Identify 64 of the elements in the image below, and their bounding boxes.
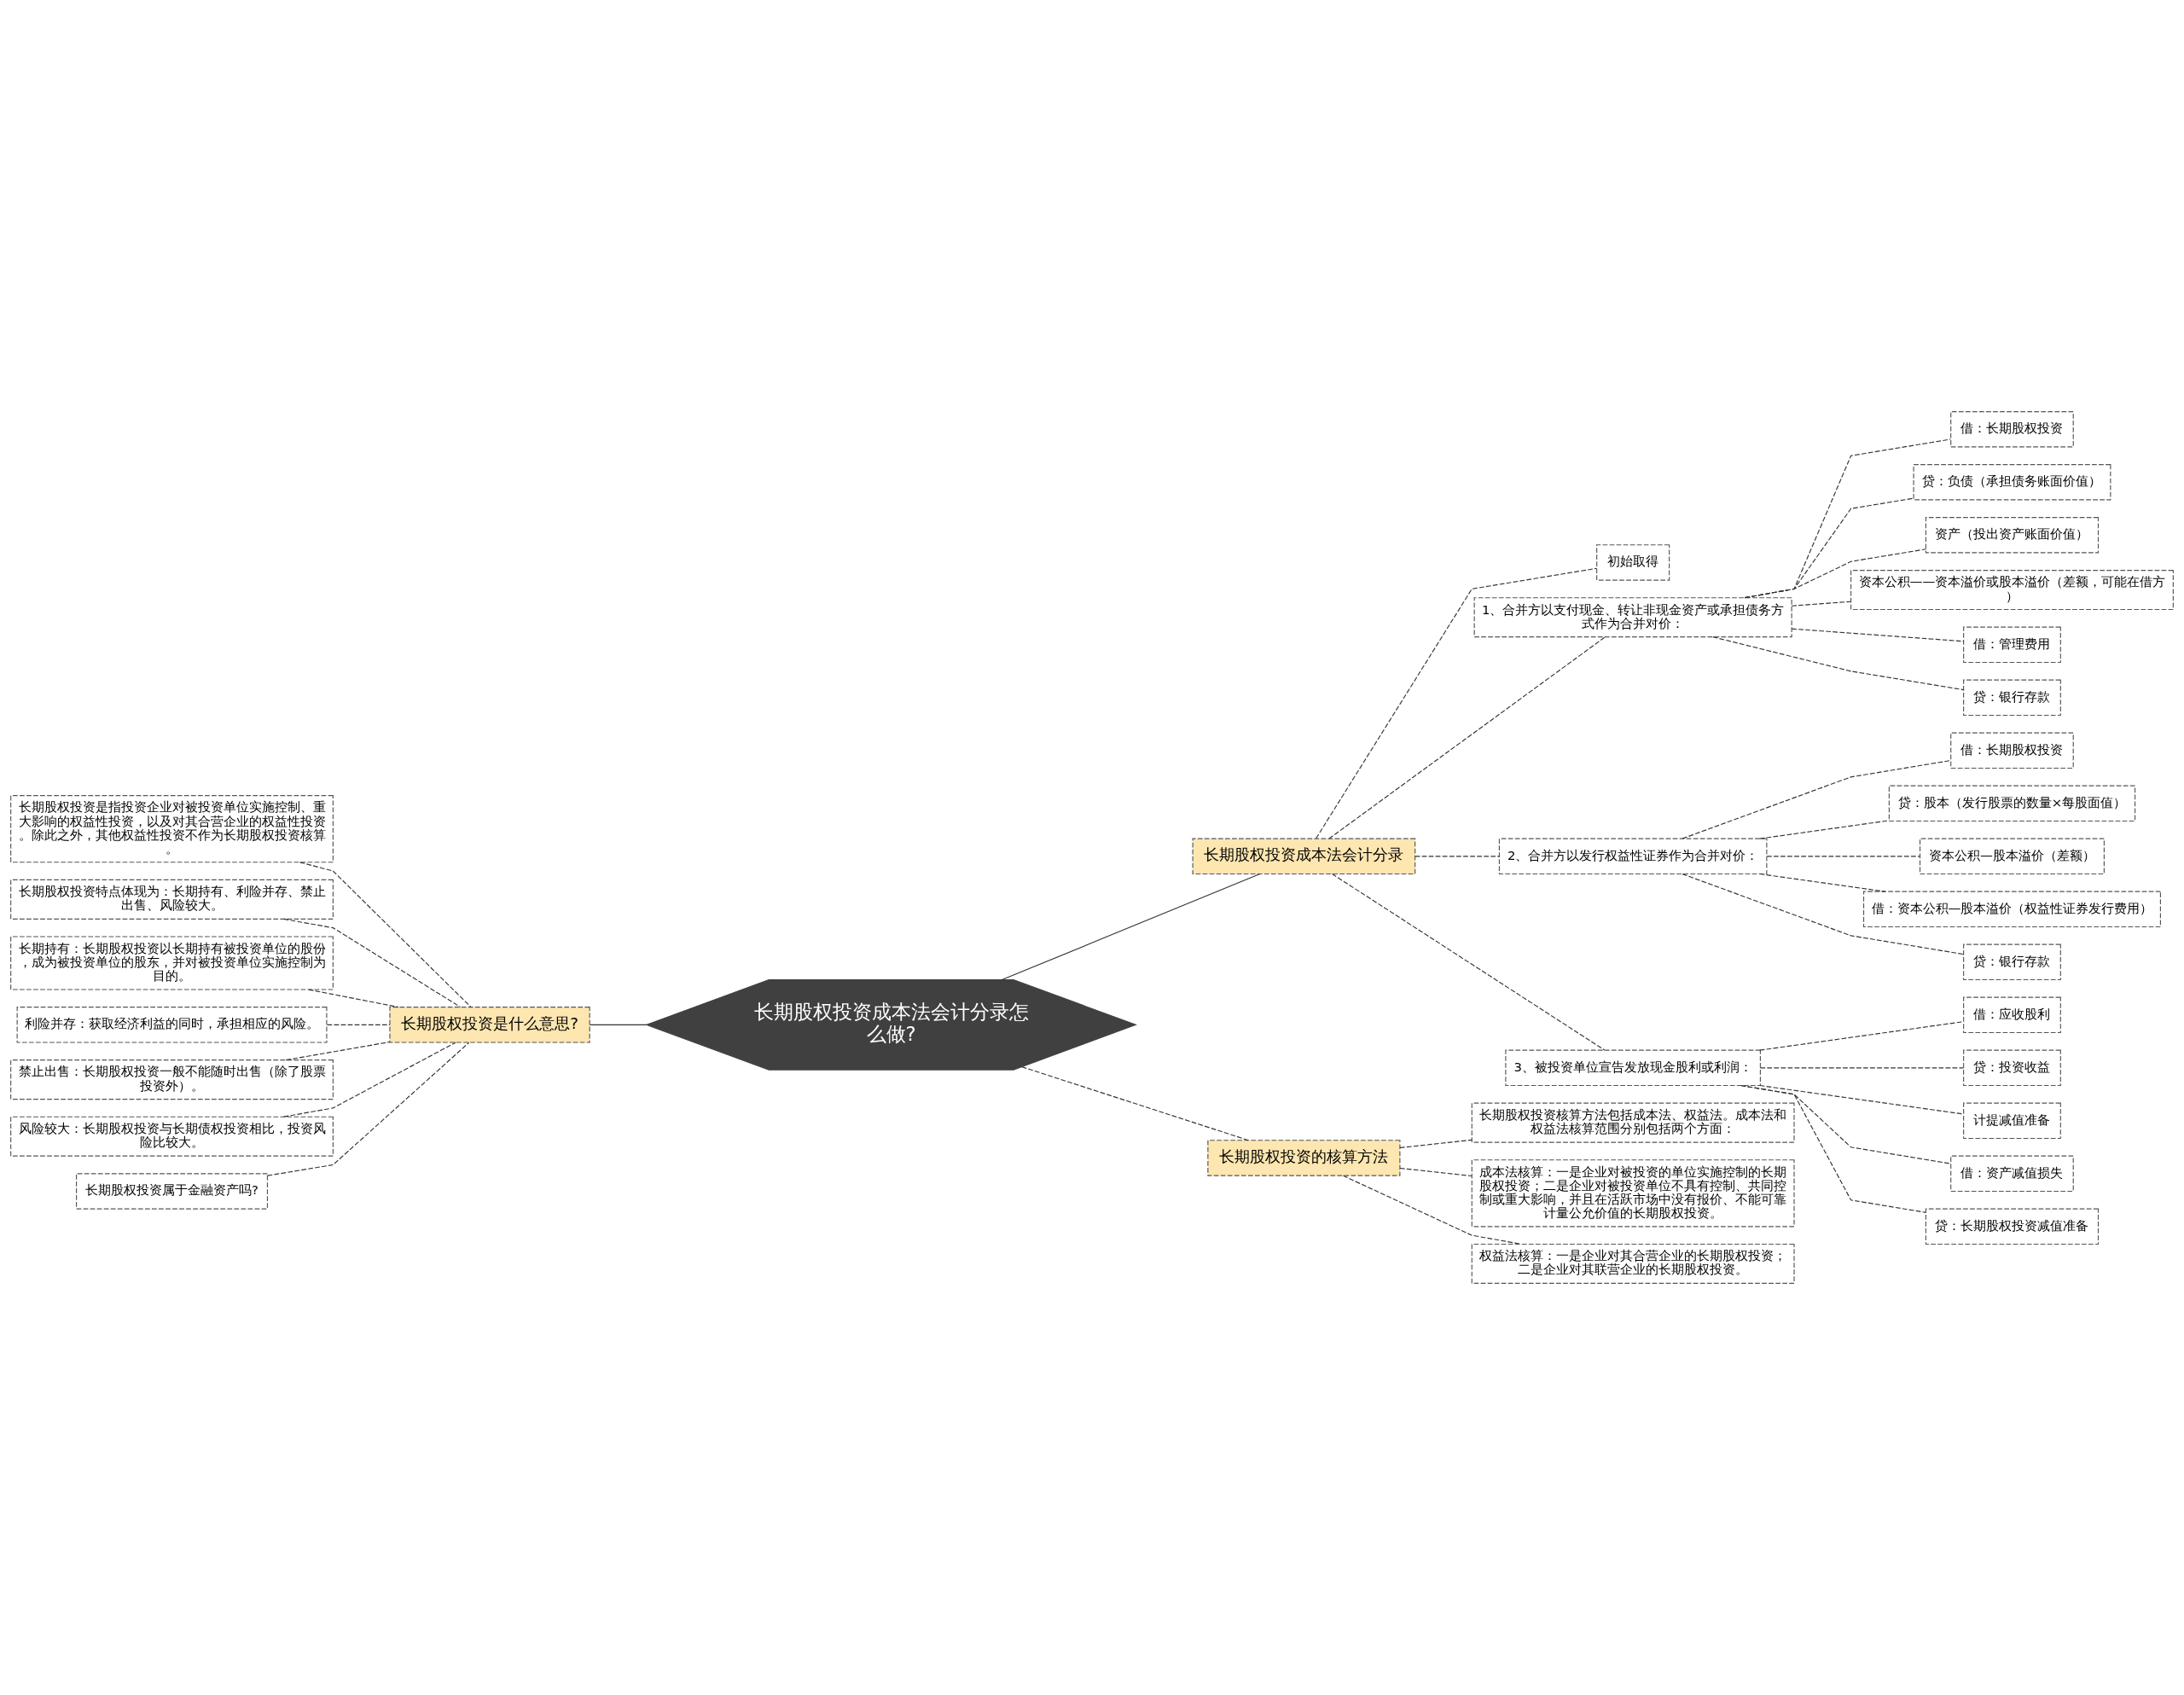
connector (308, 989, 399, 1008)
node-box: 权益法核算：一是企业对其合营企业的长期股权投资；二是企业对其联营企业的长期股权投资。 (1471, 1243, 1795, 1284)
connector (1791, 628, 1965, 642)
node-box: 成本法核算：一是企业对被投资的单位实施控制的长期股权投资；二是企业对被投资单位不具有控制、共同控制或重大影响，并且在活跃市场中没有报价、不能可靠计量公允价值的长期股权投资。 (1471, 1159, 1795, 1228)
connector (1759, 873, 1886, 892)
connector (1332, 873, 1606, 1051)
node-box: 长期股权投资的核算方法 (1207, 1140, 1401, 1176)
connector (1759, 1021, 1964, 1051)
connector (1414, 856, 1500, 857)
connector (1399, 1167, 1472, 1177)
node-box: 1、合并方以支付现金、转让非现金资产或承担债务方式作为合并对价： (1473, 597, 1792, 638)
node-box: 借：资产减值损失 (1950, 1155, 2074, 1193)
connector (1759, 1084, 1964, 1115)
node-box: 3、被投资单位宣告发放现金股利或利润： (1505, 1049, 1761, 1087)
connector (1342, 1175, 1522, 1245)
connector (1328, 636, 1606, 839)
connector (1791, 601, 1851, 607)
connector (1682, 874, 1965, 955)
connector (1744, 438, 1951, 599)
node-box: 借：应收股利 (1963, 996, 2061, 1034)
node-box: 长期股权投资核算方法包括成本法、权益法。成本法和权益法核算范围分别包括两个方面： (1471, 1102, 1795, 1143)
connector (1001, 873, 1261, 981)
node-box: 长期股权投资成本法会计分录 (1192, 838, 1416, 875)
node-box: 贷：投资收益 (1963, 1049, 2061, 1087)
node-box: 风险较大：长期股权投资与长期债权投资相比，投资风险比较大。 (10, 1116, 334, 1157)
connector (1759, 820, 1890, 839)
node-box: 长期股权投资属于金融资产吗? (76, 1173, 269, 1210)
connector (266, 1042, 470, 1176)
connector (1316, 567, 1597, 839)
node-box: 长期股权投资是什么意思? (389, 1007, 590, 1043)
connector (299, 862, 472, 1008)
connector (1740, 1084, 1926, 1213)
connector (1744, 549, 1926, 599)
connector (1712, 636, 1965, 691)
connector (1759, 1067, 1965, 1069)
node-box: 长期股权投资特点体现为：长期持有、利险并存、禁止出售、风险较大。 (10, 879, 334, 920)
connector (282, 918, 462, 1008)
node-box: 资产（投出资产账面价值） (1925, 517, 2100, 554)
node-box: 禁止出售：长期股权投资一般不能随时出售（除了股票投资外）。 (10, 1059, 334, 1100)
node-box: 贷：负债（承担债务账面价值） (1913, 464, 2111, 501)
node-box: 借：长期股权投资 (1950, 732, 2074, 769)
connector (1399, 1139, 1472, 1148)
connector (1766, 856, 1920, 857)
node-box: 贷：银行存款 (1963, 679, 2061, 717)
node-box: 初始取得 (1596, 544, 1670, 581)
node-box: 贷：股本（发行股票的数量×每股面值） (1888, 785, 2136, 822)
node-box: 贷：银行存款 (1963, 943, 2061, 981)
node-box: 长期持有：长期股权投资以长期持有被投资单位的股份，成为被投资单位的股东，并对被投资单位实施控制为目的。 (10, 936, 334, 990)
node-box: 利险并存：获取经济利益的同时，承担相应的风险。 (16, 1007, 328, 1043)
connector (1682, 760, 1951, 839)
connector (326, 1024, 391, 1025)
node-box: 借：管理费用 (1963, 626, 2061, 664)
connector (282, 1042, 456, 1117)
connector (1021, 1066, 1249, 1141)
node-box: 2、合并方以发行权益性证券作为合并对价： (1498, 838, 1768, 875)
node-box: 借：资本公积—股本溢价（权益性证券发行费用） (1862, 891, 2161, 928)
node-box: 借：长期股权投资 (1950, 411, 2074, 448)
node-box: 资本公积——资本溢价或股本溢价（差额，可能在借方） (1850, 570, 2174, 611)
node-box: 资本公积—股本溢价（差额） (1919, 838, 2105, 875)
node-box: 长期股权投资是指投资企业对被投资单位实施控制、重大影响的权益性投资，以及对其合营企业的权益性投资。除此之外，其他权益性投资不作为长期股权投资核算。 (10, 795, 334, 863)
node-box: 计提减值准备 (1963, 1102, 2061, 1140)
node-box: 贷：长期股权投资减值准备 (1925, 1208, 2100, 1245)
connector (285, 1041, 391, 1061)
connector (589, 1024, 648, 1025)
